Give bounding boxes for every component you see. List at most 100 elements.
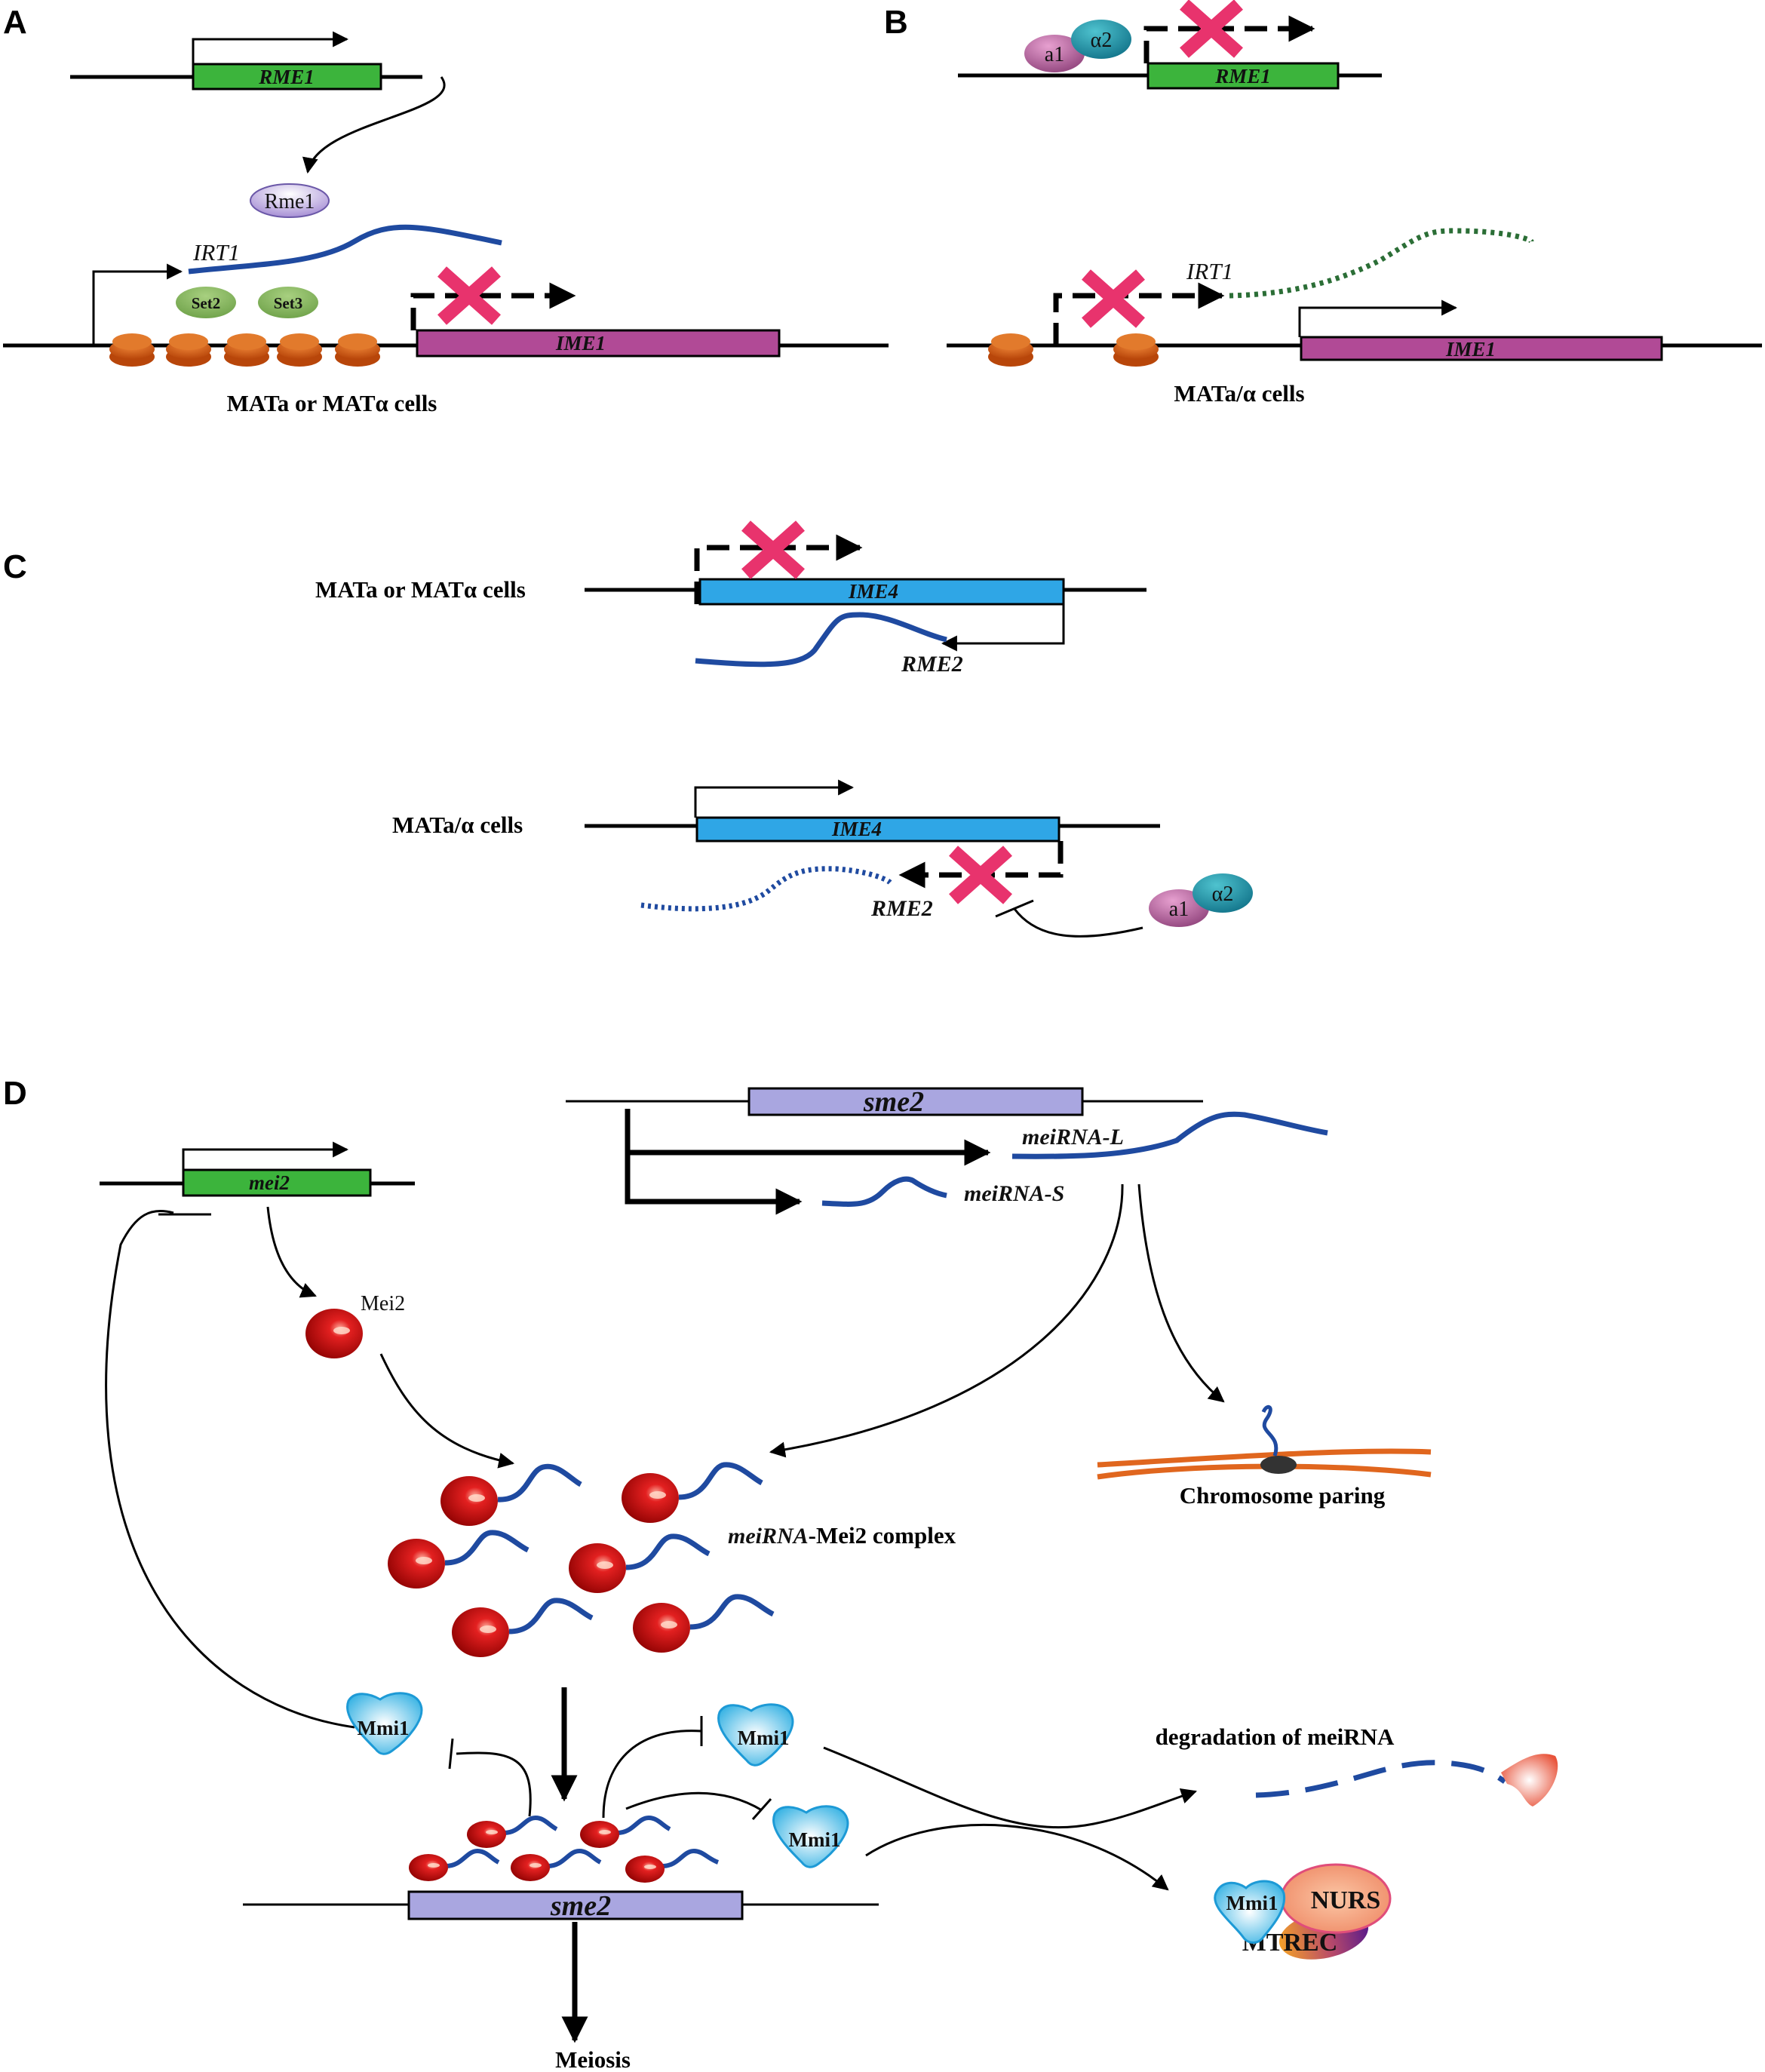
- irt1-label: IRT1: [1186, 258, 1233, 284]
- panel-b: a1 α2 RME1 IRT1 IME1 MATa/α cells: [947, 5, 1762, 407]
- mei2-ball: [452, 1607, 509, 1657]
- set2-label: Set2: [192, 294, 221, 312]
- rme2-antisense-arrow: [941, 590, 1065, 652]
- ime4-gene-box: [695, 816, 1061, 843]
- sme2-inhibit-mmi1-line: [602, 1730, 702, 1819]
- set3-label: Set3: [274, 294, 303, 312]
- mei2-protein: [305, 1309, 363, 1358]
- mei2-ball: [580, 1821, 619, 1848]
- rme2-absent-transcript: [640, 866, 892, 912]
- ime1-blocked-arrow: [410, 282, 576, 330]
- complex-label-rest: -Mei2 complex: [809, 1522, 956, 1549]
- complex-rna: [616, 1815, 671, 1835]
- mei2-tss-arrow: [182, 1141, 349, 1170]
- meirna-s-label: meiRNA-S: [964, 1181, 1064, 1206]
- meirna-s-transcript: [821, 1176, 947, 1207]
- rme1-protein: [250, 183, 330, 218]
- mei2-ball: [440, 1476, 498, 1526]
- irt1-tss-arrow: [92, 263, 183, 345]
- sme2-gene-box: [747, 1087, 1084, 1116]
- panel-c: MATa or MATα cells IME4 RME2 MATa/α cell…: [315, 526, 1253, 938]
- rme1-protein-label: Rme1: [265, 190, 315, 213]
- rme1-gene-label: RME1: [258, 66, 315, 88]
- panel-a: RME1 Rme1 IRT1 Set2 Set3 IME1 MATa or MA…: [3, 31, 889, 416]
- block-x-icon: [1086, 275, 1140, 323]
- ime1-gene-label: IME1: [1445, 338, 1496, 361]
- complex-rna: [508, 1598, 594, 1635]
- complex-rna: [689, 1594, 775, 1630]
- nucleosome: [988, 333, 1033, 367]
- irt1-label: IRT1: [192, 239, 240, 266]
- complex-rna: [547, 1848, 602, 1868]
- complex-label-italic: meiRNA: [728, 1524, 809, 1549]
- mmi1-protein: [1214, 1880, 1286, 1944]
- irt1-absent-transcript: [1229, 228, 1534, 299]
- rme1-to-protein-arrow: [302, 76, 446, 174]
- panel-label-d: D: [3, 1075, 27, 1112]
- nucleosome: [1113, 333, 1159, 367]
- sme2-bound-complexes: [409, 1815, 720, 1883]
- a1-label: a1: [1045, 43, 1064, 66]
- meirna-s-arrow: [625, 1109, 803, 1215]
- repression-bar: [448, 1738, 454, 1770]
- mmi1-label: Mmi1: [1226, 1892, 1278, 1914]
- sme2-gene-label: sme2: [863, 1086, 924, 1118]
- alpha2-label: α2: [1212, 883, 1234, 906]
- rme1-gene-box: [1146, 62, 1340, 90]
- complex-rna: [444, 1530, 530, 1566]
- rme2-label: RME2: [901, 652, 963, 677]
- panel-b-caption: MATa/α cells: [1174, 380, 1304, 407]
- ime4-gene-box: [698, 578, 1065, 606]
- chromosome-dot: [1260, 1456, 1297, 1474]
- haploid-cells-label: MATa or MATα cells: [315, 576, 526, 603]
- meirna-l-label: meiRNA-L: [1022, 1125, 1124, 1150]
- mei2-ball: [633, 1603, 690, 1653]
- alpha2-protein: [1193, 873, 1253, 913]
- sme2-inhibit-mmi1-line: [456, 1751, 532, 1817]
- complex-label: meiRNA-Mei2 complex: [728, 1522, 956, 1549]
- complex-rna: [625, 1533, 711, 1570]
- ime1-gene-box: [416, 329, 781, 358]
- sme2-gene-label: sme2: [550, 1890, 611, 1922]
- panel-label-c: C: [3, 548, 27, 585]
- nucleosome: [277, 333, 322, 367]
- panel-label-b: B: [884, 4, 908, 41]
- rme1-gene-label: RME1: [1214, 65, 1271, 87]
- mei2-ball: [569, 1543, 626, 1593]
- mmi1-label: Mmi1: [358, 1717, 410, 1739]
- rme2-label: RME2: [870, 896, 933, 921]
- a1-alpha2-repression-line: [1013, 908, 1143, 938]
- complex-rna: [503, 1815, 558, 1835]
- mei2-ball: [409, 1854, 448, 1881]
- chromosome-strand: [1097, 1448, 1432, 1468]
- ime4-blocked-arrow: [694, 534, 863, 604]
- meirna-to-complex-arrow: [769, 1183, 1124, 1458]
- complex-rna: [678, 1462, 763, 1500]
- exosome-icon: [1501, 1754, 1558, 1806]
- meiosis-label: Meiosis: [555, 2046, 631, 2072]
- alpha2-protein: [1071, 20, 1131, 59]
- complex-rna: [497, 1463, 582, 1503]
- ime1-gene-box: [1300, 336, 1663, 361]
- nurs-label: NURS: [1311, 1886, 1381, 1914]
- irt1-transcript: [188, 224, 502, 275]
- mei2-protein-label: Mei2: [361, 1292, 405, 1315]
- mmi1-label: Mmi1: [738, 1727, 790, 1749]
- ime4-tss-arrow: [694, 779, 855, 818]
- a1-label: a1: [1169, 898, 1189, 921]
- nucleosome: [166, 333, 211, 367]
- panel-a-caption: MATa or MATα cells: [227, 390, 437, 416]
- panel-d: sme2 meiRNA-L meiRNA-S mei2 Mei2: [100, 1086, 1558, 2072]
- mei2-ball: [622, 1473, 679, 1523]
- rme1-gene-box: [192, 63, 382, 91]
- mei2-ball: [388, 1539, 445, 1589]
- nucleosome: [224, 333, 269, 367]
- mei2-to-protein-arrow: [266, 1206, 317, 1298]
- degraded-meirna: [1255, 1760, 1507, 1798]
- mei2-ball: [467, 1821, 506, 1848]
- rme2-transcript: [695, 612, 947, 668]
- meirna-to-chromosome-arrow: [1137, 1183, 1225, 1403]
- ime4-gene-label: IME4: [848, 580, 898, 603]
- mei2-gene-box: [182, 1168, 372, 1197]
